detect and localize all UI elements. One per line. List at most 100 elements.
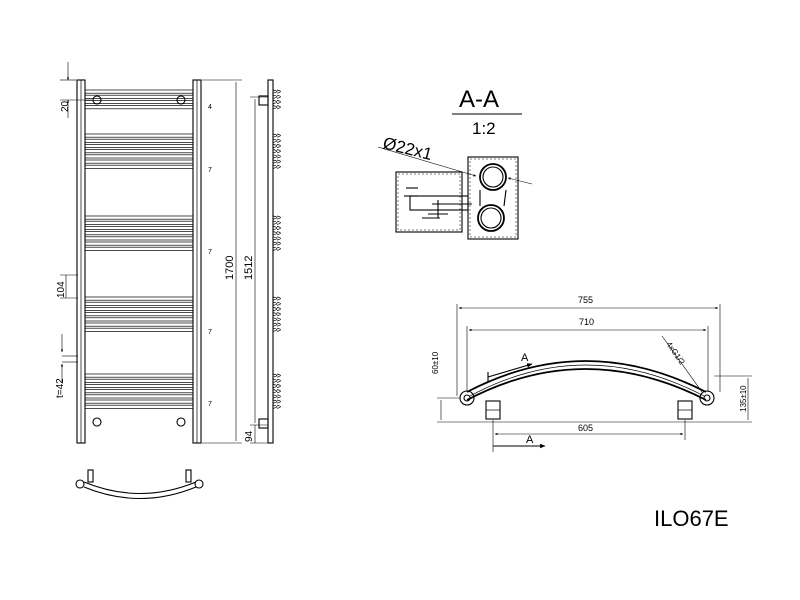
- tube-group-3-tube: [84, 226, 194, 230]
- curved-tube-bottom: [466, 368, 707, 401]
- dim-top-offset: 20: [60, 100, 71, 112]
- side-loop: [276, 373, 281, 378]
- side-loop: [272, 327, 278, 332]
- side-loop: [276, 154, 281, 159]
- side-loop: [276, 246, 281, 251]
- side-loop: [276, 100, 281, 104]
- side-bottom-nipple: [258, 418, 269, 429]
- cut-label-bottom: A: [526, 434, 534, 446]
- side-loop: [272, 307, 278, 311]
- side-loop: [272, 399, 278, 404]
- section-aa: A-A 1:2 Ø22x1: [377, 86, 533, 240]
- side-loop: [276, 322, 281, 327]
- side-loop: [272, 322, 278, 327]
- side-loop: [276, 307, 281, 311]
- curved-tube-top: [466, 360, 707, 393]
- side-loop: [276, 105, 281, 110]
- dim-bracket-spacing: 605: [578, 423, 593, 433]
- tube-group-5-tube: [84, 378, 194, 383]
- side-loop: [276, 159, 281, 164]
- side-loop: [276, 149, 281, 154]
- dim-depth-left: 60±10: [431, 351, 440, 374]
- dim-axis-width: 710: [579, 317, 594, 327]
- cut-label-top: A: [521, 352, 529, 364]
- tube-group-5-tube: [84, 399, 194, 404]
- side-loop: [276, 220, 281, 225]
- side-loop: [272, 149, 278, 154]
- dim-axis-height: 1512: [243, 256, 255, 280]
- side-loop: [272, 89, 278, 94]
- side-loop: [276, 296, 281, 301]
- front-view: 4 7 7 7 7 20 104 t=42 1700 1512: [55, 62, 268, 444]
- tube-group-3-tube: [84, 231, 194, 236]
- side-top-nipple: [258, 95, 269, 106]
- side-loop: [272, 246, 278, 251]
- bottom-left-port-icon: [92, 417, 102, 427]
- dim-depth-right: 135±10: [739, 385, 748, 412]
- top-view: 755 710 60±10 135±10 4xG1/2: [431, 295, 752, 452]
- side-loop: [272, 231, 278, 236]
- dim-tube-spacing: 104: [56, 281, 67, 298]
- bottom-right-port-icon: [176, 417, 186, 427]
- side-loop: [276, 144, 281, 148]
- side-loop: [276, 241, 281, 246]
- tube-group-2-tube: [84, 144, 194, 148]
- side-loop: [276, 312, 281, 317]
- tube-group-1-tube: [84, 100, 194, 104]
- tube-group-2-tube: [84, 133, 194, 138]
- side-loop: [272, 236, 278, 241]
- tube-group-3-tube: [84, 241, 194, 246]
- side-loop: [276, 215, 281, 220]
- top-left-port-icon: [92, 95, 102, 105]
- side-loop: [272, 226, 278, 230]
- tube-group-4-tube: [84, 327, 194, 332]
- tube-group-3-tube: [84, 215, 194, 220]
- side-loop: [276, 404, 281, 409]
- tube-group-3-tube: [84, 246, 194, 251]
- dim-bottom-offset: 94: [244, 430, 255, 442]
- side-loop: [272, 389, 278, 394]
- small-top-view: [75, 469, 204, 499]
- tube-group-2-tube: [84, 138, 194, 143]
- group-count-1: 4: [208, 104, 212, 111]
- side-view: [258, 79, 281, 444]
- tube-group-4-tube: [84, 296, 194, 301]
- dim-overall-width: 755: [578, 295, 593, 305]
- side-loop: [272, 133, 278, 138]
- tube-group-5-tube: [84, 384, 194, 388]
- side-loop: [272, 394, 278, 399]
- side-loop: [276, 301, 281, 306]
- tube-group-5-tube: [84, 389, 194, 394]
- side-loop: [276, 378, 281, 383]
- side-loop: [272, 138, 278, 143]
- side-loop: [272, 301, 278, 306]
- side-loop: [272, 317, 278, 322]
- tube-group-3-tube: [84, 220, 194, 225]
- side-loop: [272, 404, 278, 409]
- tube-group-2-tube: [84, 154, 194, 159]
- tube-diameter-label: Ø22x1: [381, 133, 434, 164]
- tube-group-2-tube: [84, 159, 194, 164]
- tube-group-4-tube: [84, 322, 194, 327]
- group-count-4: 7: [208, 329, 212, 336]
- side-loop: [276, 317, 281, 322]
- side-loop: [272, 105, 278, 110]
- side-loop: [276, 384, 281, 388]
- tube-group-1-tube: [84, 94, 194, 99]
- tube-group-2-tube: [84, 164, 194, 169]
- side-loop: [272, 100, 278, 104]
- tube-group-1-tube: [84, 105, 194, 110]
- side-loop: [276, 226, 281, 230]
- side-loop: [272, 164, 278, 169]
- side-loop: [272, 154, 278, 159]
- side-loop: [272, 312, 278, 317]
- side-loop: [276, 89, 281, 94]
- dim-tube-pitch: t=42: [55, 378, 66, 398]
- tube-group-5-tube: [84, 404, 194, 409]
- side-loop: [276, 389, 281, 394]
- tube-group-5-tube: [84, 373, 194, 378]
- section-title: A-A: [459, 86, 499, 113]
- group-count-5: 7: [208, 401, 212, 408]
- tube-group-4-tube: [84, 317, 194, 322]
